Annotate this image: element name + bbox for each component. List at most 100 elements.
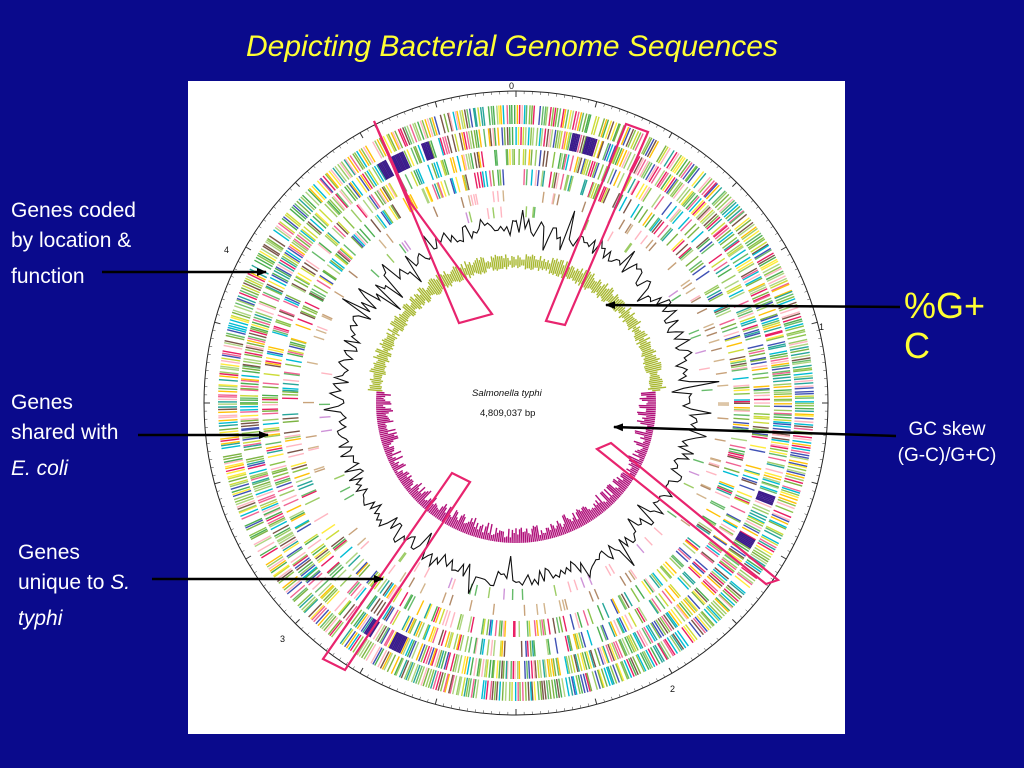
gc-skew-mark	[640, 448, 648, 453]
gene-mark	[585, 650, 593, 669]
gene-mark	[746, 559, 763, 571]
gc-skew-mark	[460, 263, 468, 279]
gene-mark	[586, 672, 593, 692]
gene-mark	[281, 255, 298, 267]
gene-mark	[630, 131, 640, 149]
gc-skew-mark	[373, 362, 387, 368]
scale-tick	[787, 550, 791, 553]
gene-mark	[684, 165, 698, 182]
gene-mark	[413, 170, 421, 186]
gene-mark	[716, 310, 732, 318]
gene-mark	[794, 390, 814, 393]
gene-mark	[730, 362, 747, 367]
gene-mark	[331, 196, 345, 212]
gene-mark	[419, 120, 428, 140]
gene-mark	[350, 583, 362, 597]
gene-mark	[736, 307, 753, 316]
gene-mark	[529, 640, 532, 657]
gc-skew-mark	[621, 311, 630, 319]
gene-mark	[487, 587, 491, 599]
gc-skew-mark	[644, 356, 657, 362]
scale-tick	[728, 176, 731, 180]
unique-gene-mark	[757, 491, 776, 500]
scale-tick	[779, 239, 783, 242]
gc-skew-mark	[474, 260, 480, 275]
gene-mark	[353, 611, 365, 627]
scale-tick	[634, 688, 636, 692]
gene-mark	[300, 196, 316, 211]
unique-gene-mark	[378, 162, 389, 180]
gene-mark	[548, 107, 552, 127]
gene-mark	[587, 160, 594, 177]
genes-unique-line1: Genes	[18, 541, 80, 564]
gc-skew-mark	[414, 492, 422, 501]
gene-mark	[327, 619, 341, 635]
gc-skew-mark	[386, 450, 402, 458]
gc-skew-mark	[463, 261, 472, 279]
gene-mark	[282, 391, 299, 394]
gene-mark	[377, 649, 388, 668]
gene-mark	[506, 105, 509, 125]
gc-skew-mark	[482, 526, 487, 540]
gene-mark	[534, 660, 538, 679]
gene-mark	[773, 391, 792, 394]
gene-mark	[654, 644, 665, 662]
gene-mark	[489, 128, 493, 147]
gene-mark	[737, 221, 754, 235]
gc-skew-mark	[388, 456, 397, 462]
gene-mark	[622, 127, 631, 146]
gc-skew-mark	[402, 306, 415, 317]
gene-mark	[573, 654, 579, 673]
gene-mark	[531, 206, 535, 218]
gene-mark	[243, 442, 262, 447]
gene-mark	[255, 256, 273, 268]
gene-mark	[281, 538, 298, 550]
gene-mark	[292, 204, 308, 219]
gene-mark	[523, 105, 526, 125]
gene-mark	[542, 150, 546, 167]
gc-skew-mark	[642, 417, 656, 421]
gene-mark	[681, 191, 695, 207]
gc-skew-mark	[574, 268, 584, 284]
gene-mark	[504, 681, 507, 701]
gene-mark	[287, 247, 304, 259]
gene-mark	[561, 109, 567, 129]
gc-percent-line1: %G+	[904, 285, 986, 326]
gene-mark	[376, 214, 388, 229]
gene-mark	[472, 194, 477, 206]
scale-tick	[594, 698, 598, 705]
gene-mark	[683, 192, 696, 208]
gene-mark	[677, 548, 691, 561]
gene-mark	[607, 231, 614, 242]
gc-skew-mark	[500, 255, 504, 269]
gc-skew-mark	[419, 499, 426, 506]
gc-skew-mark	[472, 262, 478, 274]
gene-mark	[549, 129, 554, 148]
unique-gene-mark	[758, 490, 776, 499]
gc-skew-mark	[450, 271, 457, 282]
gc-skew-mark	[550, 523, 556, 538]
gc-skew-mark	[379, 428, 396, 434]
gene-mark	[692, 590, 706, 605]
gc-skew-mark	[626, 318, 637, 327]
gene-mark	[316, 550, 331, 562]
gc-skew-mark	[384, 447, 395, 453]
gene-mark	[706, 331, 718, 337]
gene-mark	[752, 549, 770, 561]
gene-mark	[467, 153, 473, 170]
gene-mark	[285, 437, 302, 442]
gene-mark	[250, 325, 269, 333]
scale-tick	[301, 626, 304, 630]
scale-tick	[388, 685, 391, 689]
gene-mark	[282, 417, 299, 420]
scale-tick	[690, 145, 693, 149]
gene-mark	[680, 600, 694, 616]
gene-mark	[244, 353, 263, 359]
gene-mark	[494, 620, 498, 637]
gene-mark	[330, 259, 344, 271]
gene-mark	[374, 215, 386, 230]
gene-mark	[596, 140, 604, 159]
gene-mark	[739, 484, 755, 492]
gene-mark	[459, 635, 465, 651]
gene-mark	[452, 111, 458, 131]
